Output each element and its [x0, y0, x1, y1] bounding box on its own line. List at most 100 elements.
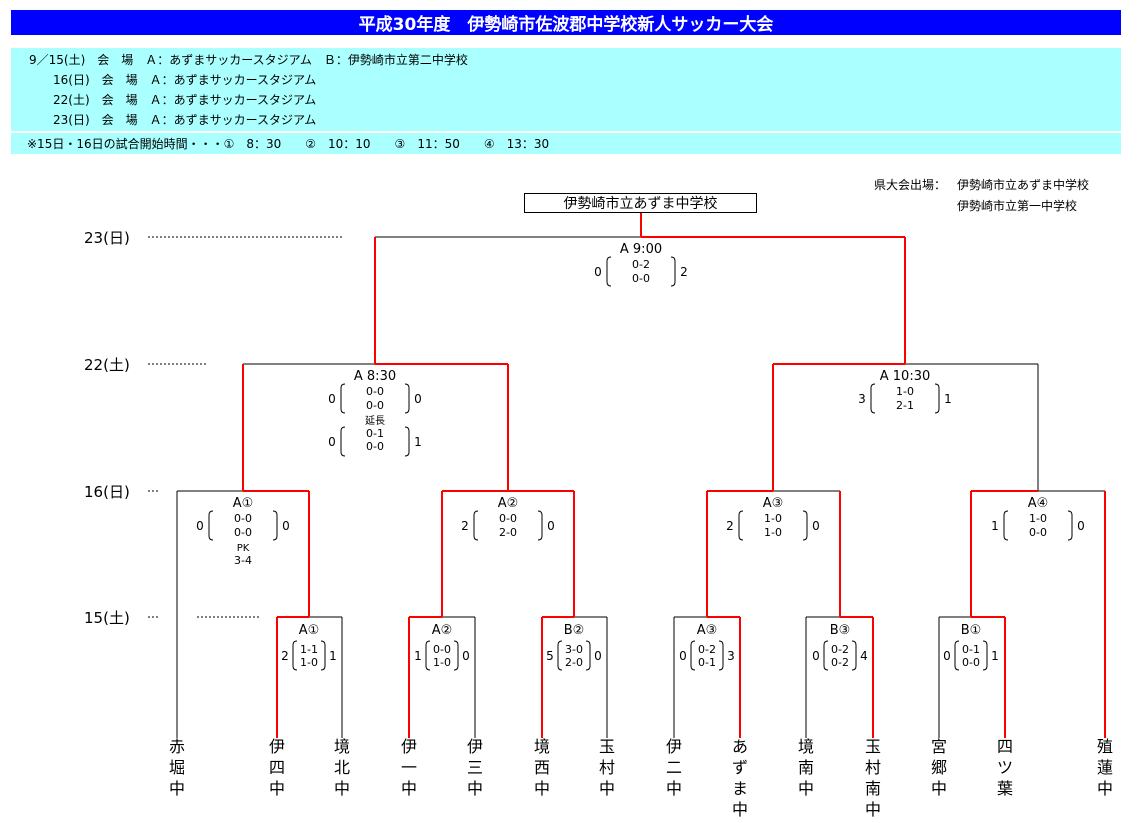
- team-name-12: 中: [931, 779, 947, 798]
- match-3-label: B②: [564, 623, 585, 638]
- match-12-half2: 2-1: [896, 399, 914, 412]
- round-label-4: 15(土): [84, 609, 130, 627]
- match-3-score-left: 5: [546, 649, 554, 663]
- team-name-4: 一: [401, 758, 417, 777]
- match-10-label: A④: [1028, 496, 1049, 511]
- match-13-score-left: 0: [594, 265, 602, 279]
- match-11-et-paren-left: [340, 426, 346, 457]
- match-6-label: B①: [961, 623, 982, 638]
- match-2-score-left: 1: [414, 649, 422, 663]
- match-4-paren-left: [690, 640, 696, 671]
- match-1-score-left: 2: [281, 649, 289, 663]
- match-6-paren-left: [954, 640, 960, 671]
- match-11-half1: 0-0: [366, 385, 384, 398]
- match-3-paren-left: [557, 640, 563, 671]
- match-13-half1: 0-2: [632, 258, 650, 271]
- team-name-13: 葉: [997, 779, 1013, 798]
- match-11-paren-left: [340, 383, 346, 414]
- match-10-half2: 0-0: [1029, 526, 1047, 539]
- team-name-10: 境: [798, 737, 814, 756]
- match-8-half1: 0-0: [499, 512, 517, 525]
- match-10-half1: 1-0: [1029, 512, 1047, 525]
- match-5-half1: 0-2: [831, 643, 849, 656]
- match-1-score-right: 1: [329, 649, 337, 663]
- team-name-3: 中: [334, 779, 350, 798]
- champion-box: 伊勢崎市立あずま中学校: [524, 193, 757, 213]
- match-8-paren-right: [537, 510, 543, 541]
- team-name-1: 赤: [169, 737, 185, 756]
- match-12-paren-right: [934, 383, 940, 414]
- team-name-2: 中: [269, 779, 285, 798]
- match-11-et-half1: 0-1: [366, 427, 384, 440]
- team-name-8: 伊: [666, 737, 682, 756]
- match-4-paren-right: [718, 640, 724, 671]
- team-name-10: 中: [798, 779, 814, 798]
- match-6-score-left: 0: [943, 649, 951, 663]
- team-name-13: 四: [997, 737, 1013, 756]
- match-9-paren-left: [738, 510, 744, 541]
- prefectural-school-2: 伊勢崎市立第一中学校: [957, 199, 1078, 213]
- match-10-score-left: 1: [991, 519, 999, 533]
- team-name-7: 中: [599, 779, 615, 798]
- match-1-label: A①: [299, 623, 320, 638]
- match-10-paren-left: [1003, 510, 1009, 541]
- match-2-label: A②: [432, 623, 453, 638]
- match-11-et-half2: 0-0: [366, 440, 384, 453]
- team-name-11: 玉: [865, 737, 881, 756]
- match-9-paren-right: [802, 510, 808, 541]
- team-name-2: 伊: [269, 737, 285, 756]
- match-7-paren-left: [208, 510, 214, 541]
- team-name-5: 中: [467, 779, 483, 798]
- match-9-half2: 1-0: [764, 526, 782, 539]
- match-9-score-right: 0: [812, 519, 820, 533]
- schedule-line-4: 23(日) 会 場 Ａ：あずまサッカースタジアム: [29, 113, 317, 127]
- match-7-pk-label: PK: [237, 543, 250, 554]
- team-name-14: 中: [1097, 779, 1113, 798]
- match-11-et-paren-right: [404, 426, 410, 457]
- team-name-5: 伊: [467, 737, 483, 756]
- team-name-8: 二: [666, 758, 682, 777]
- match-6-half2: 0-0: [962, 656, 980, 669]
- match-1-paren-left: [292, 640, 298, 671]
- prefectural-label: 県大会出場：: [874, 178, 947, 192]
- match-8-score-left: 2: [461, 519, 469, 533]
- match-9-half1: 1-0: [764, 512, 782, 525]
- match-3-score-right: 0: [594, 649, 602, 663]
- team-name-5: 三: [467, 758, 483, 777]
- team-name-11: 南: [865, 779, 881, 798]
- match-1-paren-right: [320, 640, 326, 671]
- team-name-8: 中: [666, 779, 682, 798]
- match-7-half2: 0-0: [234, 526, 252, 539]
- match-11-label: A 8:30: [354, 369, 396, 384]
- match-5-score-left: 0: [812, 649, 820, 663]
- team-name-1: 中: [169, 779, 185, 798]
- team-name-3: 北: [334, 758, 350, 777]
- team-name-14: 蓮: [1097, 758, 1113, 777]
- team-name-11: 村: [865, 758, 881, 777]
- match-12-label: A 10:30: [880, 369, 931, 384]
- team-name-6: 中: [534, 779, 550, 798]
- match-3-half1: 3-0: [565, 643, 583, 656]
- team-name-3: 境: [334, 737, 350, 756]
- team-name-9: ま: [732, 779, 748, 798]
- team-name-9: あ: [732, 737, 748, 756]
- team-name-12: 宮: [931, 737, 947, 756]
- schedule-line-2: 16(日) 会 場 Ａ：あずまサッカースタジアム: [29, 73, 317, 87]
- team-name-13: ツ: [997, 758, 1013, 777]
- match-4-label: A③: [697, 623, 718, 638]
- team-name-6: 境: [534, 737, 550, 756]
- team-name-6: 西: [534, 758, 550, 777]
- match-7-pk-score: 3-4: [234, 554, 252, 567]
- match-4-score-left: 0: [679, 649, 687, 663]
- match-5-score-right: 4: [860, 649, 868, 663]
- team-name-9: ず: [732, 758, 748, 777]
- match-7-paren-right: [272, 510, 278, 541]
- prefectural-school-1: 伊勢崎市立あずま中学校: [957, 178, 1090, 192]
- match-6-half1: 0-1: [962, 643, 980, 656]
- schedule-divider: [11, 131, 1121, 133]
- match-7-half1: 0-0: [234, 512, 252, 525]
- match-12-score-left: 3: [858, 392, 866, 406]
- team-name-2: 四: [269, 758, 285, 777]
- match-11-score-right: 0: [414, 392, 422, 406]
- team-name-11: 中: [865, 800, 881, 819]
